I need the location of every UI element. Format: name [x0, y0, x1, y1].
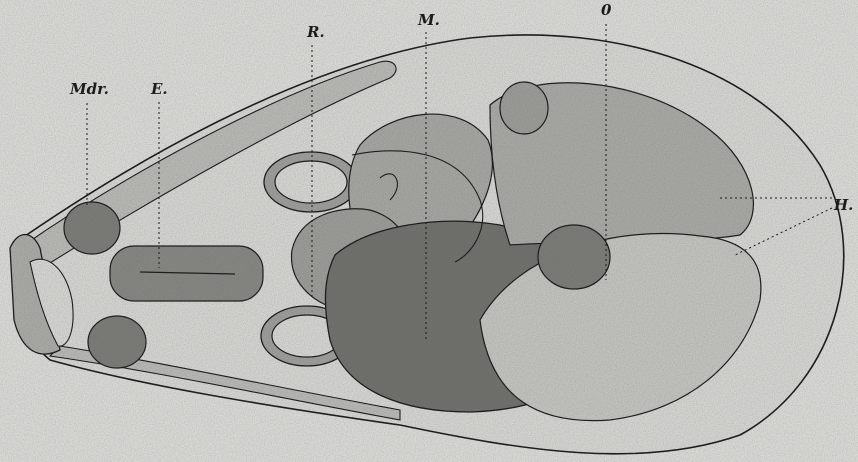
label-mdr: Mdr. [69, 80, 109, 98]
eye-lens-lower [538, 225, 610, 289]
label-r: R. [306, 23, 325, 41]
label-e: E. [150, 80, 168, 98]
mandibular-lower [88, 316, 146, 368]
eye-lens-upper [500, 82, 548, 134]
label-o: 0 [601, 1, 612, 19]
label-m: M. [417, 11, 440, 29]
label-h: H. [833, 196, 853, 214]
mandibular-upper [64, 202, 120, 254]
